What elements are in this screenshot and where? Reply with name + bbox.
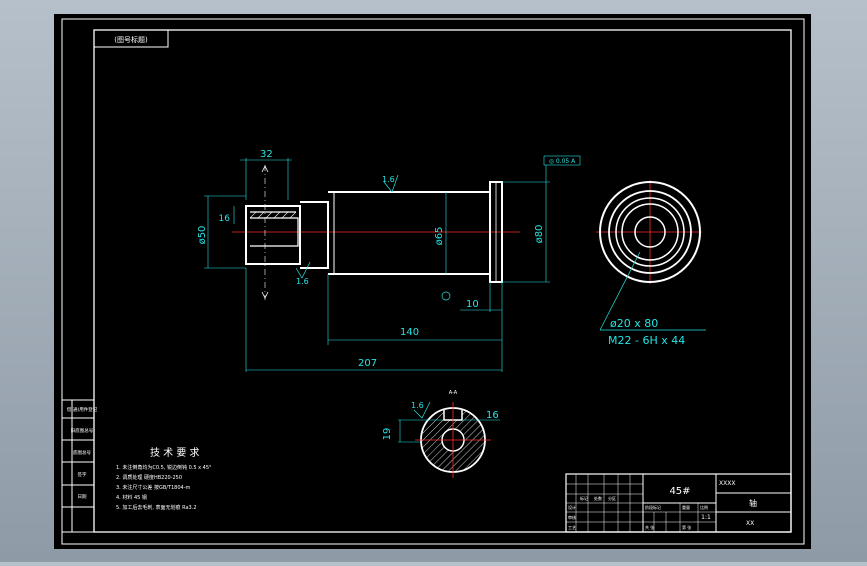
side-note-1: ø20 x 80 — [610, 317, 658, 330]
front-view-dimensions: 32 16 ø50 ø65 ø80 ◎ 0.05 A 1.6 1.6 10 — [197, 149, 581, 372]
tech-requirements: 技 术 要 求 1. 未注倒角均为C0.5, 锐边倒钝 0.5 x 45° 2.… — [116, 446, 212, 511]
dim-phi80: ø80 — [534, 225, 545, 244]
tb-label-scale: 比例 — [700, 504, 708, 510]
tb-label-sheet: 第 张 — [682, 524, 691, 530]
circle-4 — [621, 203, 679, 261]
tech-item-5: 5. 加工后去毛刺, 表面无划痕 Ra3.2 — [116, 504, 197, 511]
shaft-side-view: ø20 x 80 M22 - 6H x 44 — [596, 180, 706, 347]
leader-line — [599, 251, 641, 331]
tb-scale-value: 1:1 — [701, 514, 711, 521]
dim-32: 32 — [260, 149, 273, 160]
tech-item-2: 2. 调质处理 硬度HB220-250 — [116, 474, 182, 481]
section-dim-16: 16 — [486, 410, 499, 421]
tb-label-zone: 分区 — [608, 495, 616, 501]
side-note-2: M22 - 6H x 44 — [608, 334, 685, 347]
section-rough: 1.6 — [411, 401, 424, 410]
tb-label-weight: 重量 — [682, 504, 690, 510]
section-arrow-top — [261, 165, 269, 173]
strip-cell-2: 旧底图总号 — [71, 427, 94, 434]
section-dim-19: 19 — [382, 428, 393, 441]
tb-part-name: 轴 — [749, 498, 757, 508]
strip-cell-4: 签字 — [78, 471, 87, 478]
section-arrow-bottom — [261, 291, 269, 299]
tech-item-1: 1. 未注倒角均为C0.5, 锐边倒钝 0.5 x 45° — [116, 464, 212, 471]
tb-company: XXXX — [719, 480, 735, 487]
dim-keyway-16: 16 — [219, 214, 231, 224]
tb-label-count: 处数 — [594, 495, 602, 501]
rough-bottom: 1.6 — [296, 277, 309, 286]
section-aa-view: A-A 16 19 1.6 — [382, 390, 500, 478]
strip-cell-1: 借(通)用件登记 — [67, 406, 98, 413]
dim-phi50: ø50 — [197, 226, 208, 245]
bore-circle — [634, 216, 666, 248]
title-box — [93, 29, 169, 48]
outer-circle — [599, 181, 701, 283]
section-label: A-A — [449, 390, 458, 396]
tolerance-frame: ◎ 0.05 A — [549, 158, 576, 165]
strip-cell-3: 底图总号 — [73, 449, 91, 456]
tb-label-mark: 标记 — [580, 495, 588, 501]
shaft-front-view — [232, 165, 520, 300]
tb-label-process: 工艺 — [568, 525, 576, 530]
circle-2 — [608, 190, 692, 274]
inner-frame — [93, 29, 792, 533]
tech-title: 技 术 要 求 — [150, 446, 200, 459]
title-block: 标记 处数 分区 设计 审核 工艺 阶段标记 重量 比例 1:1 共 张 第 张… — [565, 473, 792, 533]
tech-item-3: 3. 未注尺寸公差 按GB/T1804-m — [116, 484, 191, 491]
shaft-step — [300, 201, 329, 269]
dim-10: 10 — [466, 299, 479, 310]
dim-phi65: ø65 — [434, 227, 445, 246]
tb-label-sheets: 共 张 — [645, 524, 654, 530]
outer-frame — [61, 18, 805, 545]
rough-top: 1.6 — [382, 175, 395, 184]
title-box-label: (图号标题) — [114, 35, 148, 44]
dim-140: 140 — [400, 327, 419, 338]
shaft-segment-phi50 — [245, 205, 301, 265]
tb-label-stage: 阶段标记 — [645, 504, 661, 510]
tb-drawing-no: XX — [746, 520, 754, 527]
circle-3 — [615, 197, 685, 267]
left-revision-strip: 借(通)用件登记 旧底图总号 底图总号 签字 日期 — [61, 399, 98, 533]
tb-label-review: 审核 — [568, 514, 576, 520]
keyway-hatch — [249, 211, 297, 219]
tech-item-4: 4. 材料 45 钢 — [116, 494, 147, 501]
dim-207: 207 — [358, 358, 377, 369]
tb-material: 45# — [669, 486, 690, 497]
tb-label-design: 设计 — [568, 504, 576, 510]
strip-cell-5: 日期 — [78, 494, 87, 500]
